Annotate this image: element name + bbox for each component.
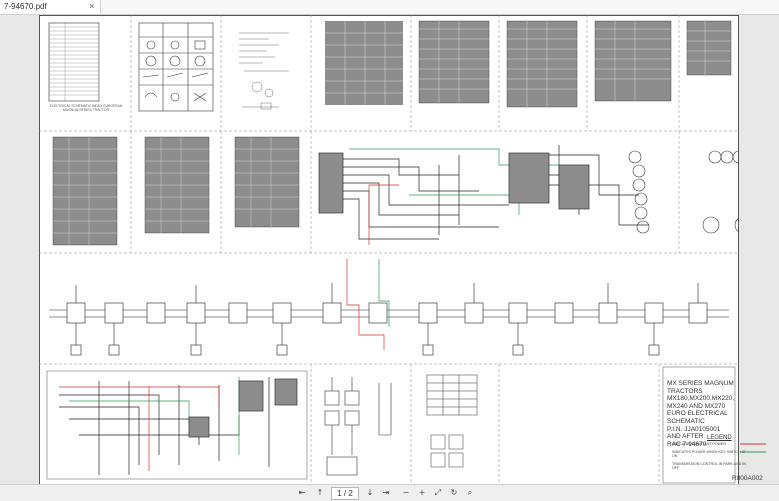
title-line: SCHEMATIC	[667, 417, 705, 425]
rotate-icon[interactable]: ↻	[450, 488, 458, 497]
last-page-icon[interactable]: ⇥	[382, 488, 390, 497]
power-wire-red	[346, 259, 385, 350]
zoom-out-icon[interactable]: −	[402, 488, 410, 497]
first-page-icon[interactable]: ⇤	[298, 488, 306, 497]
title-line: AND AFTER	[667, 433, 704, 441]
index-table-1	[48, 22, 100, 102]
next-page-icon[interactable]: ↓	[366, 488, 374, 497]
schematic-page	[39, 15, 752, 487]
title-line: TRACTORS	[667, 387, 703, 395]
legend-title: LEGEND	[707, 435, 732, 441]
title-line: EURO ELECTRICAL	[667, 410, 728, 418]
schematic-caption: ELECTRICAL SCHEMATIC INDEX EUROPEAN MAGN…	[49, 104, 123, 112]
fit-page-icon[interactable]: ⤢	[434, 488, 442, 497]
legend-note: TRANSMISSION CONTROL IN PARK AND IN OFF	[672, 462, 746, 470]
legend-swatch-red	[740, 443, 766, 445]
symbol-legend	[138, 22, 214, 112]
relay-panel	[324, 377, 392, 476]
document-tab[interactable]: 7-94670.pdf ×	[0, 0, 101, 14]
tab-title: 7-94670.pdf	[4, 2, 47, 11]
main-harness	[318, 145, 649, 245]
title-line: MX180,MX200,MX220,	[667, 395, 735, 403]
connector-chain	[49, 283, 729, 356]
tab-bar: 7-94670.pdf ×	[0, 0, 779, 15]
title-line: MX240 AND MX270	[667, 402, 726, 410]
schematic-title-block: MX SERIES MAGNUM TRACTORS MX180,MX200,MX…	[667, 380, 767, 448]
zoom-tool-icon[interactable]: ⌕	[467, 488, 473, 497]
figure-id: R800A002	[732, 475, 763, 482]
table-strip-top	[325, 21, 403, 105]
connector-tables-top	[418, 20, 732, 108]
title-block-frame	[662, 366, 736, 484]
zoom-in-icon[interactable]: +	[418, 488, 426, 497]
title-line: MX SERIES MAGNUM	[667, 380, 734, 387]
legend-item-constant-power: INDICATES CONSTANT POWER	[672, 442, 726, 446]
legend-swatch-green	[740, 451, 766, 453]
legend-item-key-power: INDICATES POWER WHEN KEY SWITCH IS ON	[672, 450, 746, 458]
switch-table	[426, 374, 478, 468]
pdf-toolbar: ⇤ ↑ 1 / 2 ↓ ⇥ − + ⤢ ↻ ⌕	[0, 484, 779, 501]
gauge-cluster	[628, 150, 752, 234]
connector-tables-row2	[52, 136, 300, 246]
component-notes	[239, 32, 289, 110]
close-tab-icon[interactable]: ×	[89, 1, 95, 11]
cab-wiring	[46, 370, 308, 480]
title-line: RAC 7-94670	[667, 440, 707, 448]
title-line: P.I.N. JJA0105001	[667, 425, 721, 433]
power-wire-green	[378, 259, 390, 327]
page-number-input[interactable]: 1 / 2	[331, 487, 359, 500]
previous-page-icon[interactable]: ↑	[316, 488, 324, 497]
schematic-drawing	[39, 15, 752, 487]
